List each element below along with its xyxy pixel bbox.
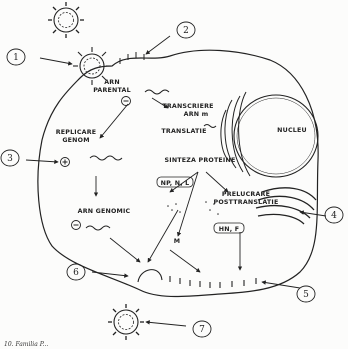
virion-entry bbox=[73, 47, 111, 85]
caption-fragment: 10. Familia P... bbox=[4, 341, 48, 348]
step-number-7: 7 bbox=[199, 325, 205, 335]
nucleus bbox=[233, 94, 319, 178]
label-arn-m: ARN m bbox=[184, 111, 209, 118]
virion-released bbox=[108, 304, 144, 340]
label-np-n-l: NP, N, L bbox=[161, 180, 190, 187]
np-box bbox=[156, 176, 194, 188]
label-genom: GENOM bbox=[62, 137, 89, 144]
protein-dots bbox=[167, 201, 219, 215]
label-hn-f: HN, F bbox=[219, 226, 239, 233]
step-number-2: 2 bbox=[183, 26, 189, 36]
polarity-markers bbox=[60, 96, 131, 230]
flow-arrows bbox=[25, 35, 327, 327]
budding-site bbox=[137, 269, 163, 283]
endoplasmic-reticulum bbox=[220, 91, 251, 177]
label-replicare: REPLICARE bbox=[56, 129, 97, 136]
label-nucleu: NUCLEU bbox=[277, 127, 307, 134]
rna-strands bbox=[85, 89, 217, 231]
step-number-3: 3 bbox=[7, 154, 13, 164]
step-number-1: 1 bbox=[13, 53, 19, 63]
label-translatie: TRANSLATIE bbox=[161, 128, 206, 135]
golgi-apparatus bbox=[255, 187, 317, 225]
label-posttranslatie: POSTTRANSLATIE bbox=[214, 199, 279, 206]
label-m-protein: M bbox=[174, 238, 180, 245]
step-number-6: 6 bbox=[73, 268, 79, 278]
membrane-glycoproteins bbox=[169, 276, 257, 288]
label-transcriere: TRANSCRIERE bbox=[162, 103, 213, 110]
label-prelucrare: PRELUCRARE bbox=[222, 191, 270, 198]
cell-membrane bbox=[37, 49, 319, 298]
label-arn-genomic: ARN GENOMIC bbox=[78, 208, 131, 215]
label-arn-parental-1: ARN bbox=[104, 79, 120, 86]
label-sinteza-proteine: SINTEZA PROTEINE bbox=[165, 157, 236, 164]
step-circles bbox=[0, 21, 344, 338]
step-number-5: 5 bbox=[303, 290, 309, 300]
virion-free-top bbox=[48, 2, 84, 38]
entry-spikes bbox=[119, 52, 145, 64]
label-arn-parental-2: PARENTAL bbox=[93, 87, 131, 94]
hn-box bbox=[213, 222, 245, 234]
step-number-4: 4 bbox=[331, 211, 337, 221]
